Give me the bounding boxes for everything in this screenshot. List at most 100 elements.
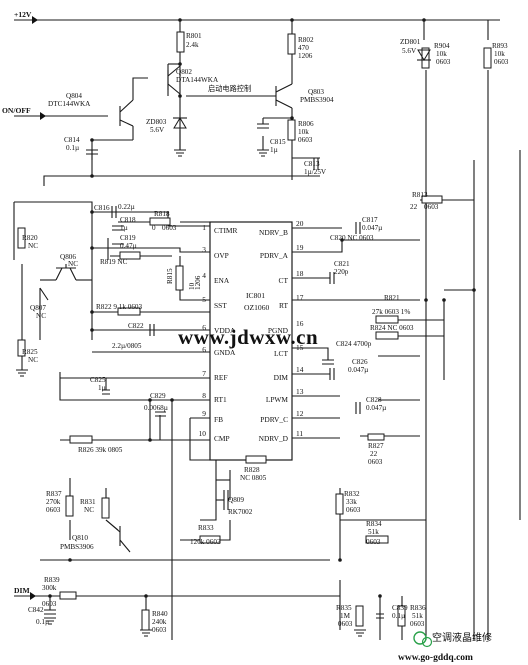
q803-part: PMBS3904	[300, 96, 334, 104]
zd803-ref: ZD803	[146, 118, 167, 126]
r836-value: 51k	[412, 612, 423, 620]
c815-value: 1µ	[270, 146, 278, 154]
r835-body	[355, 605, 364, 627]
c842-ref: C842	[28, 606, 44, 614]
ground-icon	[354, 629, 366, 637]
c824-plates	[322, 359, 334, 365]
r824-body	[375, 331, 399, 340]
ic-pin-num: 17	[296, 293, 304, 302]
q806-value: NC	[68, 260, 78, 268]
r893-value: 10k	[494, 50, 505, 58]
c829-value: 0.0068µ	[144, 404, 168, 412]
c821-ref: C821	[334, 260, 350, 268]
c828-plates	[355, 402, 361, 414]
ic-pin-num: 6	[202, 323, 206, 332]
r839-ref: R839	[44, 576, 60, 584]
r818-package: 0603	[162, 224, 177, 232]
startup-control-note: 启动电路控制	[208, 84, 251, 93]
c829-plates	[155, 411, 166, 417]
transistor-symbols	[39, 65, 293, 553]
c826-ref: C826	[352, 358, 368, 366]
c816-value: 0.22µ	[118, 203, 135, 211]
c817-ref: C817	[362, 216, 378, 224]
r806-package: 0603	[298, 136, 313, 144]
c815-ref: C815	[270, 138, 286, 146]
ic-pin-name: LPWM	[266, 395, 289, 404]
ic-pin-name: CTIMR	[214, 226, 237, 235]
wiring	[13, 19, 521, 640]
r904-ref: R904	[434, 42, 450, 50]
r840-package: 0603	[152, 626, 167, 634]
r828-ref: R828	[244, 466, 260, 474]
r827-ref: R827	[368, 442, 384, 450]
r832-package: 0603	[346, 506, 361, 514]
ic-ref: IC801	[246, 291, 265, 300]
r824-label: R824 NC 0603	[370, 324, 414, 332]
ground-symbols	[16, 149, 366, 637]
r833-ref: R833	[198, 524, 214, 532]
r827-package: 0603	[368, 458, 383, 466]
ic-pin-num: 13	[296, 387, 304, 396]
on-off-label: ON/OFF	[2, 106, 31, 115]
c817-value: 0.047µ	[362, 224, 382, 232]
resistor-bodies	[17, 31, 492, 631]
r806-body	[287, 119, 296, 141]
ic-pin-name: DIM	[274, 373, 289, 382]
r802-value: 470	[298, 44, 309, 52]
ic-pin-num: 16	[296, 319, 304, 328]
q804-ref: Q804	[66, 92, 82, 100]
c839-ref: C839	[392, 604, 408, 612]
r821-body	[375, 315, 399, 324]
c839-plates	[376, 613, 384, 619]
r840-ref: R840	[152, 610, 168, 618]
r818-body	[149, 217, 171, 226]
rail-labels: +12V ON/OFF DIM	[2, 10, 46, 600]
r828-value: NC 0805	[240, 474, 267, 482]
q802-ref: Q802	[176, 68, 192, 76]
r826-body	[69, 435, 93, 444]
c826-plates	[329, 368, 335, 380]
r822-body	[117, 307, 141, 316]
ic-pin-name: PGND	[268, 326, 289, 335]
r832-body	[335, 493, 344, 515]
brand-watermark: 空调液晶维修	[413, 631, 492, 648]
r820-body	[17, 227, 26, 249]
ic-pin-num: 7	[202, 369, 206, 378]
r827-value: 22	[370, 450, 378, 458]
ic-pin-name: CMP	[214, 434, 230, 443]
c842-value: 0.1µ	[36, 618, 49, 626]
ic-pin-num: 15	[296, 343, 304, 352]
ic-pin-name: VDDA	[214, 326, 236, 335]
dim-input-label: DIM	[14, 586, 30, 595]
component-labels: R801 2.4k R802 470 1206 Q802 DTA144WKA 启…	[22, 32, 509, 634]
r821-ref: R821	[384, 294, 400, 302]
r826-label: R826 39k 0805	[78, 446, 123, 454]
ic-pin-num: 10	[199, 429, 207, 438]
r813-body	[421, 195, 443, 204]
r840-body	[141, 609, 150, 631]
c822-value: 2.2µ/0805	[112, 342, 142, 350]
rail-vcc-label: +12V	[14, 10, 32, 19]
c842-plates	[44, 609, 56, 615]
c817-plates	[355, 222, 361, 234]
ic-pin-num: 4	[202, 271, 206, 280]
ic-pin-num: 1	[202, 223, 206, 232]
ic-pin-num: 11	[296, 429, 303, 438]
r831-value: NC	[84, 506, 94, 514]
ic-pin-num: 20	[296, 219, 304, 228]
r821-value: 27k 0603 1%	[372, 308, 410, 316]
c813-value: 1µ/25V	[304, 168, 327, 176]
ic-pin-name: REF	[214, 373, 228, 382]
r813-package: 0603	[424, 203, 439, 211]
q809-part: RK7002	[228, 508, 253, 516]
q807-ref: Q807	[30, 304, 46, 312]
r834-value: 51k	[368, 528, 379, 536]
r840-value: 240k	[152, 618, 167, 626]
r802-package: 1206	[298, 52, 313, 60]
r839-package: 0603	[42, 600, 57, 608]
r801-ref: R801	[186, 32, 202, 40]
r835-package: 0603	[338, 620, 353, 628]
r828-body	[245, 455, 267, 464]
r822-label: R822 9.1k 0603	[96, 303, 143, 311]
r837-package: 0603	[46, 506, 61, 514]
